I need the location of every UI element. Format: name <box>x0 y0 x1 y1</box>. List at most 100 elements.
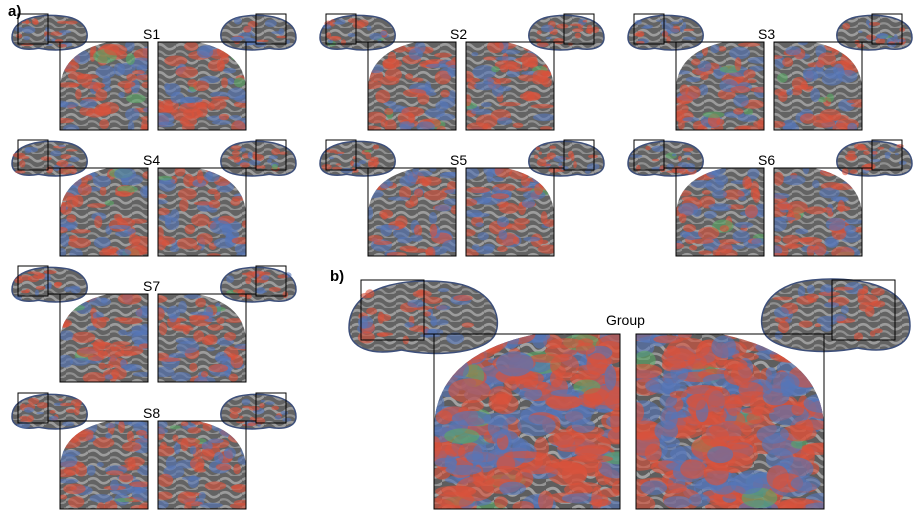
activation-blob <box>411 77 424 82</box>
activation-blob <box>861 163 875 171</box>
activation-blob <box>68 496 85 508</box>
zoom-panel-left <box>367 167 457 257</box>
activation-blob <box>158 366 175 378</box>
activation-blob <box>774 171 784 186</box>
activation-blob <box>498 229 508 240</box>
activation-blob <box>368 80 382 90</box>
activation-blob <box>58 398 64 401</box>
activation-blob <box>661 347 696 368</box>
activation-blob <box>398 186 412 200</box>
activation-blob <box>331 166 343 170</box>
activation-blob <box>888 147 896 152</box>
activation-blob <box>538 181 546 188</box>
activation-blob <box>832 196 849 203</box>
activation-blob <box>466 77 481 83</box>
activation-blob <box>176 340 200 354</box>
activation-blob <box>496 351 534 377</box>
activation-blob <box>405 73 414 80</box>
activation-blob <box>681 117 700 122</box>
activation-blob <box>429 223 438 237</box>
activation-blob <box>408 113 415 124</box>
activation-blob <box>204 481 227 491</box>
zoom-panel-left <box>59 167 149 257</box>
activation-blob <box>53 282 62 289</box>
activation-blob <box>774 203 794 211</box>
activation-blob <box>898 160 907 165</box>
activation-blob <box>663 496 692 508</box>
activation-blob <box>196 170 204 184</box>
activation-blob <box>682 36 697 41</box>
activation-blob <box>677 95 694 105</box>
activation-blob <box>773 306 789 319</box>
activation-blob <box>231 237 246 245</box>
activation-blob <box>278 28 285 36</box>
activation-blob <box>60 453 78 468</box>
activation-blob <box>60 311 70 318</box>
activation-blob <box>387 196 410 201</box>
activation-blob <box>228 373 239 382</box>
activation-blob <box>208 438 224 444</box>
activation-blob <box>322 24 332 29</box>
activation-blob <box>599 488 620 498</box>
activation-blob <box>849 169 858 174</box>
activation-blob <box>169 425 181 430</box>
activation-blob <box>180 421 189 427</box>
activation-blob <box>207 324 224 331</box>
activation-blob <box>368 69 384 82</box>
activation-blob <box>875 37 886 45</box>
activation-blob <box>60 248 67 256</box>
activation-blob <box>131 488 148 501</box>
zoom-panel-right <box>157 293 247 383</box>
subject-label-s5: S5 <box>450 152 468 168</box>
activation-blob <box>369 156 379 162</box>
activation-blob <box>68 235 78 242</box>
activation-blob <box>227 77 235 85</box>
activation-blob <box>175 66 199 78</box>
activation-blob <box>422 296 443 304</box>
activation-blob <box>490 177 504 182</box>
activation-blob <box>826 93 835 103</box>
activation-blob <box>387 51 397 64</box>
activation-blob <box>567 150 574 158</box>
activation-blob <box>809 245 820 250</box>
activation-blob <box>368 188 374 201</box>
activation-blob <box>583 388 609 402</box>
activation-blob <box>857 294 879 306</box>
activation-blob <box>819 187 840 199</box>
activation-blob <box>271 163 278 170</box>
activation-blob <box>173 442 181 455</box>
activation-blob <box>14 26 24 33</box>
activation-blob <box>730 473 764 495</box>
activation-blob <box>366 25 372 31</box>
activation-blob <box>574 32 582 39</box>
activation-blob <box>64 286 71 293</box>
activation-blob <box>444 443 466 457</box>
activation-blob <box>234 95 246 103</box>
activation-blob <box>82 372 106 382</box>
activation-blob <box>60 101 79 108</box>
activation-blob <box>366 307 378 315</box>
activation-blob <box>60 233 70 248</box>
activation-blob <box>141 118 148 130</box>
activation-blob <box>92 437 115 449</box>
activation-blob <box>68 304 85 311</box>
activation-blob <box>416 289 426 297</box>
activation-blob <box>434 204 453 212</box>
panel-label-b: b) <box>330 268 345 285</box>
activation-blob <box>466 168 480 180</box>
activation-blob <box>187 427 202 434</box>
activation-blob <box>218 113 230 121</box>
activation-blob <box>138 343 148 349</box>
activation-blob <box>278 151 288 155</box>
activation-blob <box>141 81 148 89</box>
subject-4 <box>11 139 297 257</box>
subject-2 <box>319 13 605 131</box>
left-hemisphere <box>11 14 88 51</box>
activation-blob <box>367 161 375 168</box>
roi-box-left <box>17 13 49 45</box>
activation-blob <box>177 491 197 505</box>
activation-blob <box>669 390 688 399</box>
activation-blob <box>368 111 386 124</box>
activation-blob <box>126 430 134 443</box>
activation-blob <box>208 363 229 373</box>
